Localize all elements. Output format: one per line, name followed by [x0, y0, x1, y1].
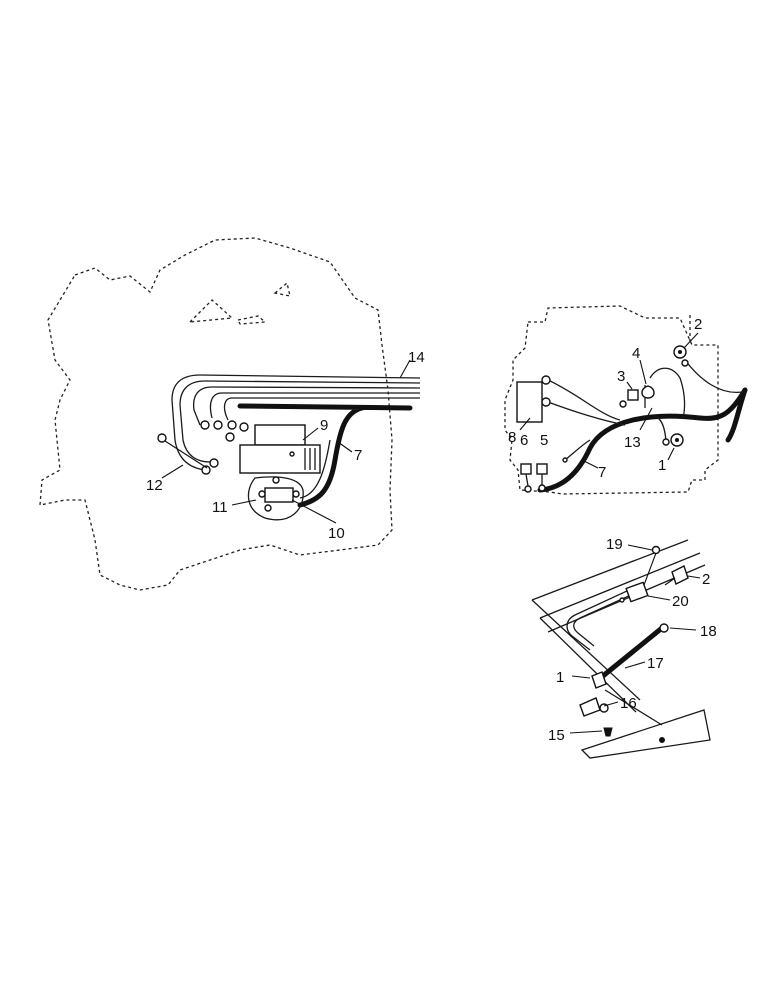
- connector-5: [536, 463, 548, 475]
- frame-rail: [531, 539, 706, 633]
- callout-2-detail: 2: [702, 571, 710, 588]
- callout-19: 19: [606, 536, 623, 553]
- callout-18: 18: [700, 623, 717, 640]
- elbow-18: [659, 623, 669, 633]
- callout-1-right: 1: [658, 457, 666, 474]
- engine-inner-feature-2: [237, 315, 267, 325]
- callout-17: 17: [647, 655, 664, 672]
- callout-11: 11: [212, 499, 228, 516]
- callout-9: 9: [320, 417, 328, 434]
- callout-6: 6: [520, 432, 528, 449]
- wire-branch-left: [299, 439, 331, 499]
- bolt-12: [157, 433, 167, 443]
- detail-view: 19 2 20 18 17 1 16 15: [531, 536, 717, 759]
- engine-inner-feature-3: [273, 281, 291, 297]
- callout-7: 7: [354, 447, 362, 464]
- callout-7-right: 7: [598, 464, 606, 481]
- main-harness-7-right: [537, 387, 748, 493]
- relay-10: [247, 476, 304, 521]
- bolt-19: [651, 545, 661, 555]
- switch-20: [625, 581, 649, 603]
- lamp-4: [641, 385, 655, 399]
- switch-3: [627, 389, 639, 401]
- callout-4: 4: [632, 345, 640, 362]
- connector-6: [520, 463, 532, 475]
- callout-1-detail: 1: [556, 669, 564, 686]
- callout-14: 14: [408, 349, 425, 366]
- hose-17: [595, 625, 665, 683]
- callout-3: 3: [617, 368, 625, 385]
- wire-bundle-14: [171, 374, 421, 471]
- main-harness-7-left: [237, 403, 413, 508]
- engine-inner-feature: [188, 299, 234, 323]
- sender-2-detail: [671, 565, 689, 585]
- callout-2-right: 2: [694, 316, 702, 333]
- module-8: [516, 381, 543, 423]
- callout-5: 5: [540, 432, 548, 449]
- fitting-1-detail: [591, 671, 607, 689]
- callout-8: 8: [508, 429, 516, 446]
- engine-outline-left: [39, 237, 393, 591]
- starter-motor-9: [239, 424, 321, 474]
- callout-13: 13: [624, 434, 641, 451]
- callout-15: 15: [548, 727, 565, 744]
- connector-cluster-left: [200, 420, 249, 475]
- callout-16: 16: [620, 695, 637, 712]
- callout-12: 12: [146, 477, 163, 494]
- mount-bracket: [580, 709, 711, 759]
- tee-16: [579, 697, 601, 717]
- callout-10: 10: [328, 525, 345, 542]
- callout-20: 20: [672, 593, 689, 610]
- plug-15: [603, 727, 613, 737]
- left-engine-view: 14 9 7 12 11 10: [39, 237, 425, 591]
- right-engine-view: 2 4 3 8 13 1 6 5 7: [504, 305, 748, 495]
